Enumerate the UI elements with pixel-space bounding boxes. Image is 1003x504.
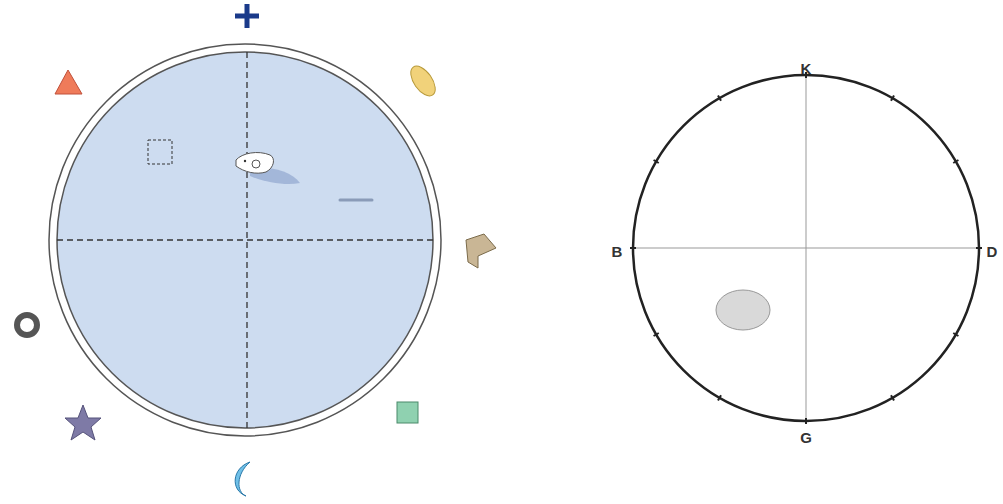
- tick: [953, 333, 958, 336]
- tick: [630, 247, 636, 249]
- pool-water: [57, 52, 433, 428]
- direction-label: G: [800, 430, 812, 445]
- hidden-platform: [148, 140, 172, 164]
- cue-triangle: [55, 70, 82, 94]
- cue-square: [397, 402, 418, 423]
- quadrant-line: [57, 239, 433, 240]
- cue-ellipse: [406, 62, 440, 100]
- cue-ring: [17, 315, 37, 335]
- tick: [654, 333, 659, 336]
- pool-rim: [49, 44, 441, 436]
- rat-eye: [244, 160, 246, 162]
- direction-label: K: [801, 61, 812, 76]
- rat: [236, 153, 273, 174]
- cue-moon: [235, 462, 250, 496]
- quadrant-line: [633, 248, 979, 249]
- direction-label: B: [612, 244, 623, 259]
- tick: [718, 395, 721, 400]
- ripple: [340, 199, 372, 202]
- cue-plus: [235, 4, 259, 28]
- tick: [654, 160, 659, 163]
- tick: [953, 160, 958, 163]
- platform-zone: [716, 290, 770, 330]
- tick: [718, 96, 721, 101]
- tick-marks: [630, 72, 982, 424]
- direction-label: D: [987, 244, 998, 259]
- tick: [805, 418, 807, 424]
- cue-star: [65, 405, 101, 440]
- tick: [891, 395, 894, 400]
- tick: [891, 96, 894, 101]
- arena-map: [633, 75, 979, 421]
- rat-ear: [252, 160, 260, 168]
- cue-pentagon: [466, 234, 496, 268]
- tick: [976, 247, 982, 249]
